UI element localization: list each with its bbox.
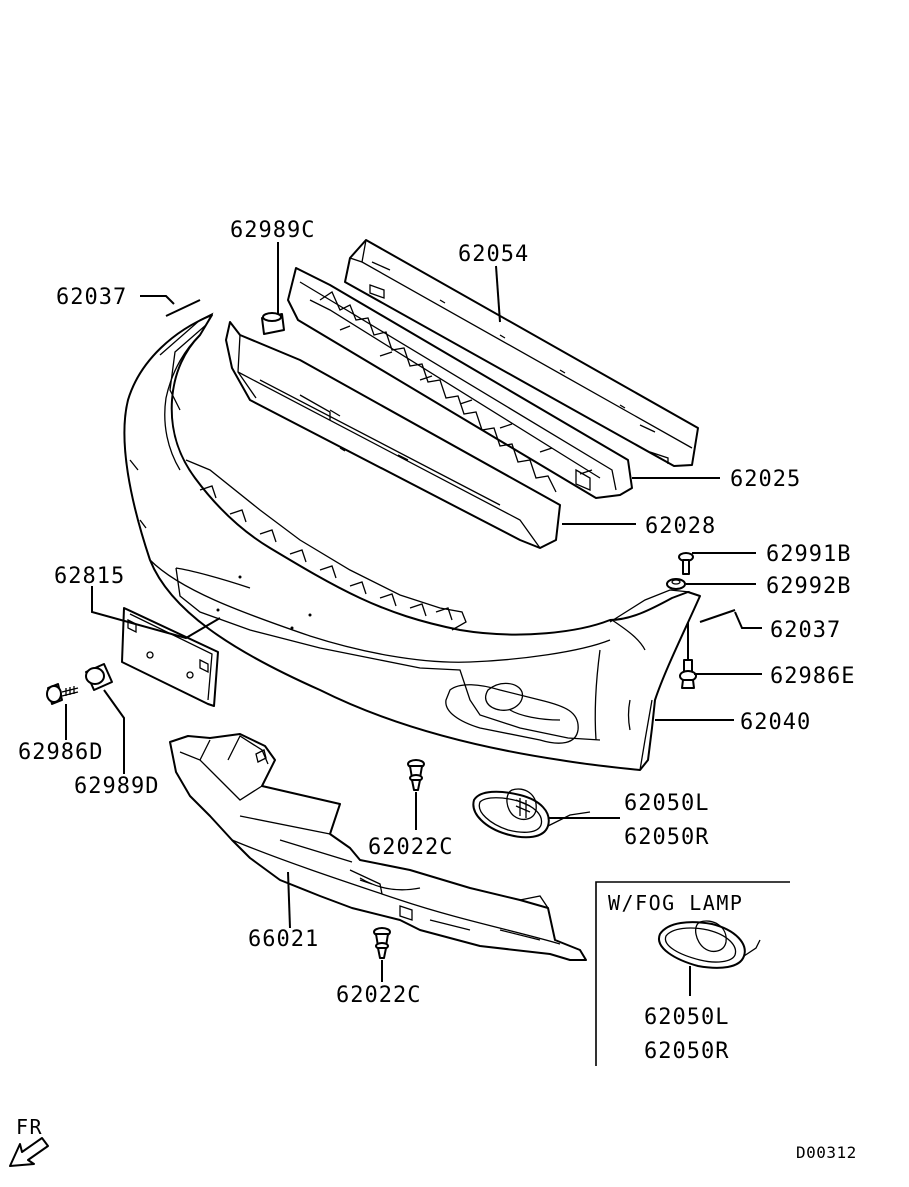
bumper-face: [123, 312, 701, 771]
label-62986E: 62986E: [770, 664, 855, 689]
label-62991B: 62991B: [766, 542, 851, 567]
moulding-strip-top: [165, 299, 201, 317]
bumper-undercover: [169, 733, 587, 961]
fastener-62986D: [46, 683, 79, 705]
label-62054: 62054: [458, 242, 529, 267]
diagram-code: D00312: [796, 1143, 857, 1162]
fog-lamp-inset: W/FOG LAMP 62050L 62050R: [595, 881, 790, 1066]
label-62040: 62040: [740, 710, 811, 735]
label-62022C-mid: 62022C: [368, 835, 453, 860]
fastener-62022C-mid: [407, 759, 425, 791]
bumper-upper-support: [225, 321, 561, 549]
fog-lamp-cover: [472, 788, 591, 839]
label-62050L: 62050L: [624, 791, 709, 816]
direction-label: FR: [16, 1115, 43, 1139]
label-62815: 62815: [54, 564, 125, 589]
inset-label-62050R: 62050R: [644, 1039, 729, 1064]
label-62050R: 62050R: [624, 825, 709, 850]
moulding-strip-right: [699, 609, 736, 623]
label-62028: 62028: [645, 514, 716, 539]
inset-title: W/FOG LAMP: [608, 891, 743, 915]
label-62037-top: 62037: [56, 285, 127, 310]
fastener-62989C: [261, 312, 285, 335]
label-62986D: 62986D: [18, 740, 103, 765]
label-66021: 66021: [248, 927, 319, 952]
leader-lines: [65, 242, 762, 982]
fastener-62986E: [679, 659, 697, 689]
front-direction-indicator: FR: [9, 1115, 49, 1167]
label-62989C: 62989C: [230, 218, 315, 243]
label-62022C-low: 62022C: [336, 983, 421, 1008]
part-labels: 62989C 62054 62037 62025 62028 62991B 62…: [18, 218, 855, 1008]
label-62037-right: 62037: [770, 618, 841, 643]
direction-arrow-icon: [9, 1137, 49, 1167]
bumper-absorber: [287, 267, 633, 499]
license-plate-bracket: [121, 607, 219, 707]
fastener-62992B: [666, 578, 686, 590]
fastener-62022C-low: [373, 927, 391, 959]
fastener-62989D: [85, 663, 113, 691]
bumper-reinforcement: [344, 239, 699, 467]
label-62989D: 62989D: [74, 774, 159, 799]
label-62025: 62025: [730, 467, 801, 492]
label-62992B: 62992B: [766, 574, 851, 599]
inset-label-62050L: 62050L: [644, 1005, 729, 1030]
fastener-62991B: [678, 552, 694, 575]
